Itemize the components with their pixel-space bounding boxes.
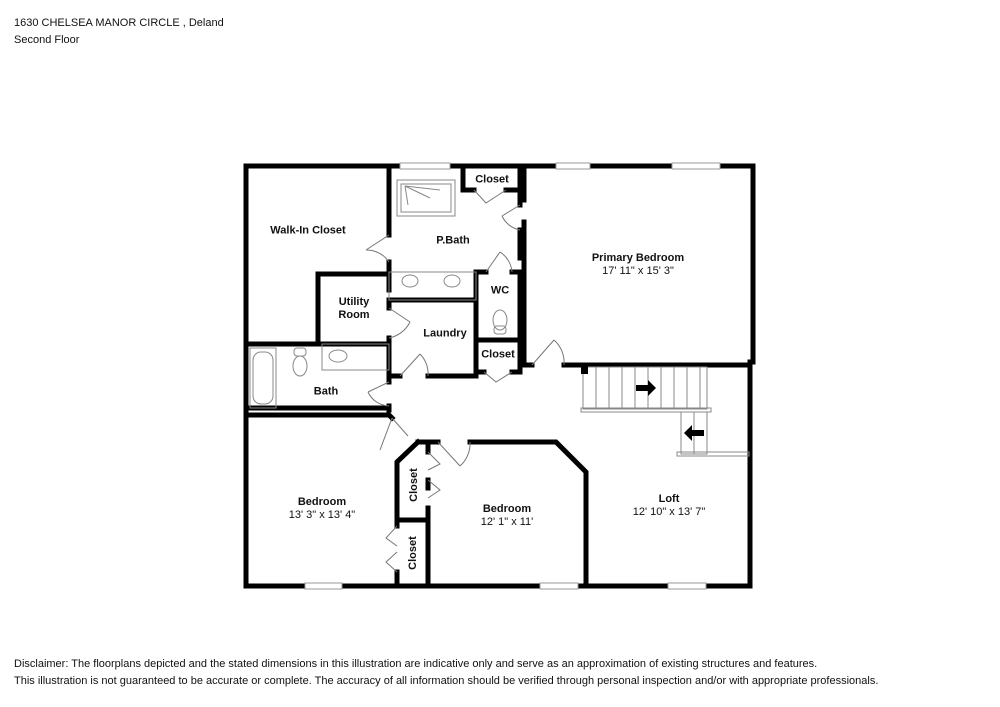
room-walk-in-closet: Walk-In Closet: [270, 224, 346, 237]
address-title: 1630 CHELSEA MANOR CIRCLE , Deland: [14, 17, 224, 29]
room-bath: Bath: [313, 385, 339, 398]
room-closet-vertical-upper: Closet: [408, 468, 420, 502]
outer-wall-bottom: [243, 163, 753, 589]
room-closet-top: Closet: [475, 173, 509, 186]
room-laundry: Laundry: [423, 327, 467, 340]
floor-label: Second Floor: [14, 34, 80, 46]
outer-wall-top: [243, 163, 756, 365]
room-p-bath: P.Bath: [436, 234, 470, 247]
disclaimer-line-1: Disclaimer: The floorplans depicted and …: [14, 658, 818, 670]
disclaimer-line-2: This illustration is not guaranteed to b…: [14, 675, 879, 687]
room-wc: WC: [490, 284, 510, 297]
room-closet-mid: Closet: [481, 348, 515, 361]
room-closet-vertical-lower: Closet: [407, 536, 419, 570]
